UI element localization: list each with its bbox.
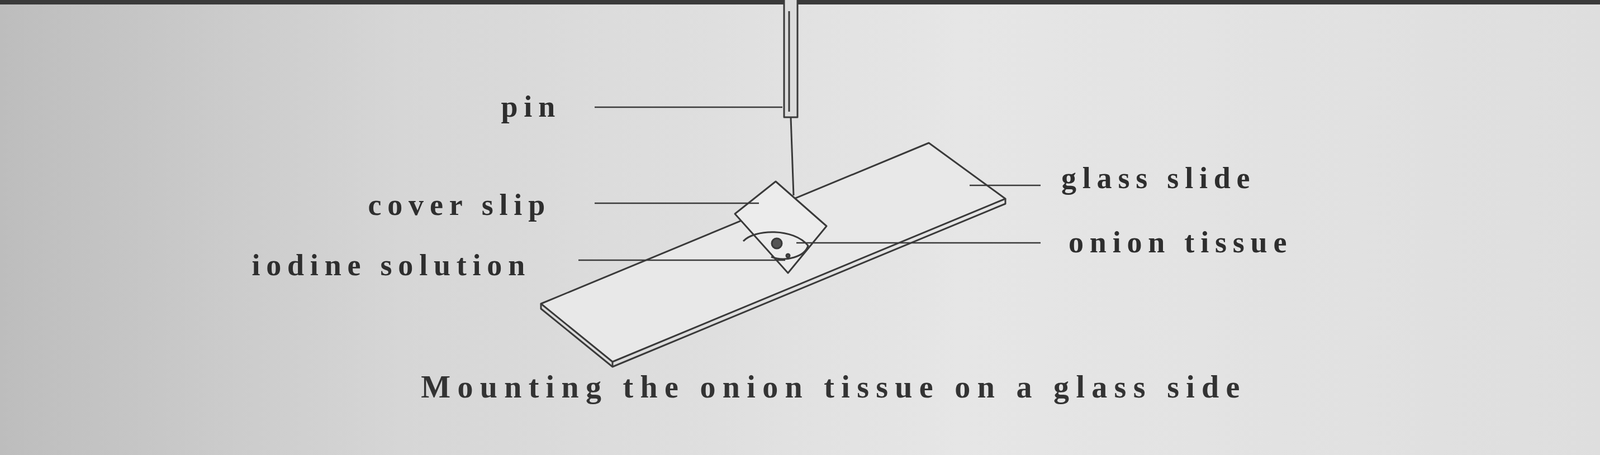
leader-lines	[578, 107, 1041, 261]
iodine-drop	[743, 232, 809, 260]
glass-slide	[540, 143, 1006, 363]
page-edge	[0, 0, 1600, 5]
part-label: onion tissue	[1068, 226, 1293, 260]
part-label: iodine solution	[251, 249, 531, 283]
pin-handle	[784, 0, 798, 118]
cover-slip	[734, 181, 827, 274]
onion-tissue	[771, 238, 782, 249]
part-label: pin	[501, 90, 562, 124]
pin-needle	[790, 117, 794, 196]
part-label: cover slip	[368, 188, 552, 222]
figure-caption: Mounting the onion tissue on a glass sid…	[420, 370, 1247, 406]
part-label: glass slide	[1061, 162, 1256, 196]
